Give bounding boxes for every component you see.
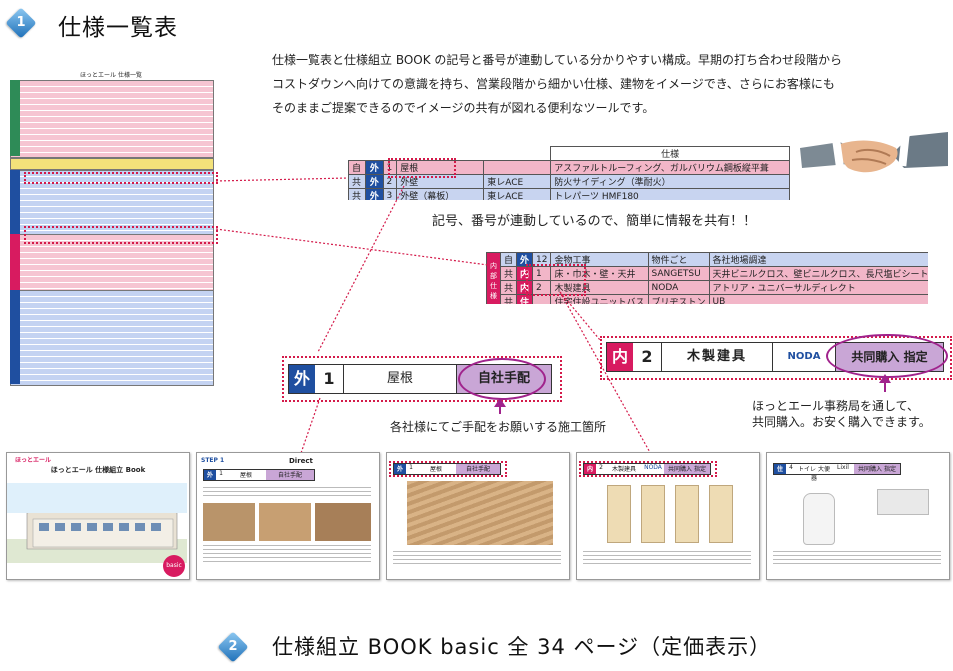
highlight-box — [526, 264, 586, 296]
highlight-box — [388, 158, 456, 178]
description-line: そのままご提案できるのでイメージの共有が図れる便利なツールです。 — [272, 101, 655, 115]
cell-maker: ブリヂストン — [647, 294, 710, 304]
badge-category: 内 — [607, 343, 633, 371]
page-step: STEP 1 — [201, 457, 225, 464]
cell-category: 外 — [365, 174, 384, 189]
page-badge: 外 1 屋根 自社手配 — [203, 469, 315, 481]
badge-category: 外 — [289, 365, 315, 393]
cell-category: 外 — [516, 252, 534, 267]
page-badge-label: 共同購入 指定 — [854, 464, 900, 474]
page-badge-item: 木製建具 — [611, 466, 636, 473]
section-2-title: 仕様組立 BOOK basic 全 34 ページ（定価表示） — [272, 635, 772, 659]
page-badge-category: 内 — [584, 464, 596, 474]
brand-logo: ほっとエール — [15, 457, 52, 464]
table-row: 共 内 2 木製建具 NODA アトリア・ユニバーサルディレクト — [486, 280, 928, 295]
section-1-number: 1 — [16, 15, 26, 30]
side-label: 内部仕様 — [486, 252, 501, 304]
page-badge-number: 4 — [789, 464, 793, 471]
book-page-roof: 外 1 屋根 自社手配 — [386, 452, 570, 580]
badge-number: 2 — [633, 343, 662, 371]
caption-right: ほっとエール事務局を通して、 共同購入。お安く購入できます。 — [752, 398, 931, 430]
page-badge-number: 1 — [219, 470, 223, 477]
page-badge-label: 共同購入 指定 — [664, 464, 710, 474]
cell-category: 内 — [516, 280, 534, 295]
caption-center: 記号、番号が連動しているので、簡単に情報を共有！！ — [432, 214, 757, 229]
highlight-ellipse — [826, 334, 948, 378]
section-1-title: 仕様一覧表 — [58, 15, 178, 41]
description-line: コストダウンへ向けての意識を持ち、営業段階から細かい仕様、建物をイメージでき、さ… — [272, 77, 835, 91]
table-row: 内部仕様 自 外 12 金物工事 物件ごと 各社地場調達 — [486, 252, 928, 304]
page-badge-maker: NODA — [644, 464, 662, 471]
zoom-table-interior: 内部仕様 自 外 12 金物工事 物件ごと 各社地場調達 共 内 1 床・巾木・… — [486, 252, 928, 304]
arrow-up-icon — [879, 374, 891, 383]
page-badge-maker: Lixil — [837, 464, 849, 471]
zoom-table-exterior: 仕様 自 外 1 屋根 アスファルトルーフィング、ガルバリウム鋼板縦平葺 共 外… — [348, 146, 790, 200]
section-2-number: 2 — [228, 639, 238, 654]
page-badge-category: 住 — [774, 464, 786, 474]
cell-category: 外 — [365, 188, 384, 200]
table-row: 共 内 1 床・巾木・壁・天井 SANGETSU 天井ビニルクロス、壁ビニルクロ… — [486, 266, 928, 281]
cell-spec: トレパーツ HMF180 — [550, 188, 790, 200]
page-badge-label: 自社手配 — [266, 470, 314, 480]
page-badge: 外 1 屋根 自社手配 — [393, 463, 501, 475]
caption-right-line: 共同購入。お安く購入できます。 — [752, 415, 931, 429]
caption-left: 各社様にてご手配をお願いする施工箇所 — [390, 420, 607, 434]
arrow-shaft — [884, 382, 886, 392]
page-title: Direct — [289, 457, 313, 465]
spec-sheet-title: ほっとエール 仕様一覧 — [80, 72, 142, 79]
cell-category: 外 — [365, 160, 384, 175]
cell-spec: UB — [708, 294, 928, 304]
page-badge-label: 自社手配 — [456, 464, 500, 474]
badge-item: 屋根 — [344, 365, 457, 393]
highlight-ellipse — [458, 358, 546, 400]
spec-sheet-thumbnail: ほっとエール 仕様一覧 — [6, 66, 218, 398]
book-page-cover: ほっとエール 仕様組立 Book basic ほっとエール — [6, 452, 190, 580]
section-1-marker: 1 — [5, 7, 37, 39]
badge-item: 木製建具 — [662, 343, 773, 371]
handshake-icon — [800, 118, 948, 196]
page-badge-item: 屋根 — [239, 472, 252, 479]
page-badge-number: 2 — [599, 464, 603, 471]
description-line: 仕様一覧表と仕様組立 BOOK の記号と番号が連動している分かりやすい構成。早期… — [272, 53, 843, 67]
arrow-shaft — [499, 406, 501, 414]
arrow-up-icon — [494, 398, 506, 407]
page-badge-item: トイレ 大便器 — [798, 466, 830, 482]
page-badge: 内 2 木製建具 NODA 共同購入 指定 — [583, 463, 711, 475]
caption-right-line: ほっとエール事務局を通して、 — [752, 399, 920, 413]
page-badge-item: 屋根 — [429, 466, 442, 473]
description: 仕様一覧表と仕様組立 BOOK の記号と番号が連動している分かりやすい構成。早期… — [272, 48, 942, 120]
cell-maker: 東レACE — [483, 188, 552, 200]
page-badge: 住 4 トイレ 大便器 Lixil 共同購入 指定 — [773, 463, 901, 482]
table-row: 共 外 2 外壁 東レACE 防火サイディング（準耐火） — [348, 174, 790, 189]
badge-number: 1 — [315, 365, 344, 393]
badge-exterior-frame — [282, 356, 562, 402]
basic-badge: basic — [163, 555, 185, 577]
book-page-direct: STEP 1 Direct 外 1 屋根 自社手配 — [196, 452, 380, 580]
table-row: 自 外 1 屋根 アスファルトルーフィング、ガルバリウム鋼板縦平葺 — [348, 160, 790, 175]
section-2-marker: 2 — [217, 631, 249, 663]
page-badge-category: 外 — [394, 464, 406, 474]
page-badge-category: 外 — [204, 470, 216, 480]
book-page-door: 内 2 木製建具 NODA 共同購入 指定 — [576, 452, 760, 580]
cell-number: 12 — [532, 252, 552, 267]
book-cover-title: ほっとエール 仕様組立 Book — [50, 466, 146, 474]
badge-interior-frame — [600, 336, 952, 380]
table-row: 共 外 3 外壁（幕板） 東レACE トレパーツ HMF180 — [348, 188, 790, 200]
book-page-toilet: 住 4 トイレ 大便器 Lixil 共同購入 指定 — [766, 452, 950, 580]
page-badge-number: 1 — [409, 464, 413, 471]
